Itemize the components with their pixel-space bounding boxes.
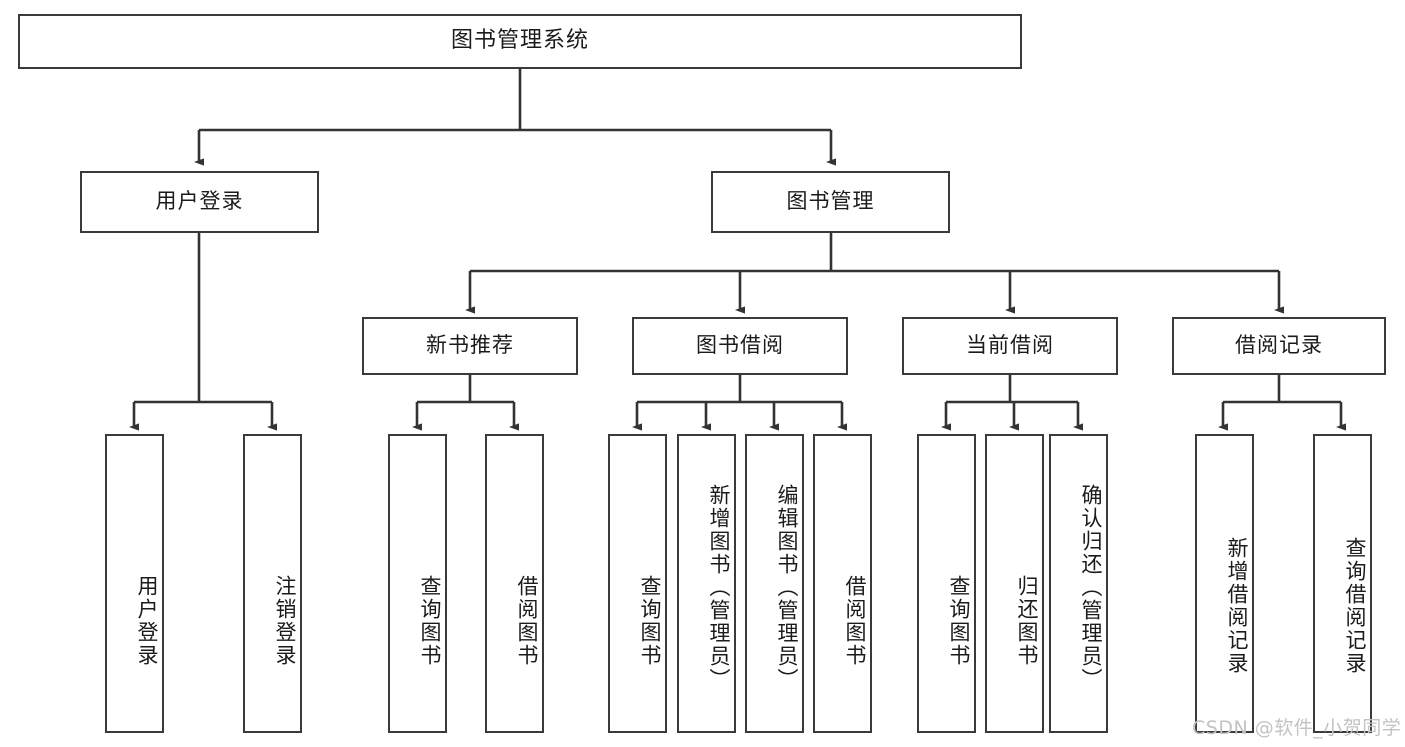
node-label: 用户登录 (155, 189, 244, 214)
leaf-book-borrow-edit[interactable]: 编辑图书（管理员） (745, 434, 804, 733)
node-label: 图书借阅 (696, 333, 784, 358)
node-label: 图书管理 (786, 189, 875, 214)
node-label: 新书推荐 (426, 333, 514, 358)
node-user-login[interactable]: 用户登录 (80, 171, 319, 233)
leaf-current-borrow-query[interactable]: 查询图书 (917, 434, 976, 733)
node-label: 查询借阅记录 (1343, 536, 1367, 675)
leaf-user-login-logout[interactable]: 注销登录 (243, 434, 302, 733)
node-label: 查询图书 (418, 574, 442, 667)
leaf-user-login-login[interactable]: 用户登录 (105, 434, 164, 733)
node-root-system[interactable]: 图书管理系统 (18, 14, 1022, 69)
node-book-borrow[interactable]: 图书借阅 (632, 317, 848, 375)
csdn-watermark: CSDN @软件_小贺同学 (1192, 717, 1402, 739)
node-label: 借阅图书 (515, 574, 539, 667)
leaf-current-borrow-confirm-return[interactable]: 确认归还（管理员） (1049, 434, 1108, 733)
node-label: 查询图书 (638, 574, 662, 667)
leaf-book-borrow-add[interactable]: 新增图书（管理员） (677, 434, 736, 733)
node-label: 新增借阅记录 (1225, 536, 1249, 675)
node-label: 新增图书（管理员） (707, 484, 731, 691)
node-label: 借阅图书 (843, 574, 867, 667)
leaf-current-borrow-return[interactable]: 归还图书 (985, 434, 1044, 733)
leaf-book-borrow-borrow[interactable]: 借阅图书 (813, 434, 872, 733)
leaf-borrow-record-add[interactable]: 新增借阅记录 (1195, 434, 1254, 733)
node-label: 当前借阅 (966, 333, 1054, 358)
node-label: 确认归还（管理员） (1079, 484, 1103, 691)
leaf-book-borrow-query[interactable]: 查询图书 (608, 434, 667, 733)
node-borrow-record[interactable]: 借阅记录 (1172, 317, 1386, 375)
node-label: 借阅记录 (1235, 333, 1323, 358)
leaf-new-book-query[interactable]: 查询图书 (388, 434, 447, 733)
node-label: 图书管理系统 (450, 28, 589, 54)
node-label: 注销登录 (273, 574, 297, 667)
node-label: 查询图书 (947, 574, 971, 667)
leaf-new-book-borrow[interactable]: 借阅图书 (485, 434, 544, 733)
node-label: 编辑图书（管理员） (775, 484, 799, 691)
node-book-management[interactable]: 图书管理 (711, 171, 950, 233)
node-label: 归还图书 (1015, 574, 1039, 667)
leaf-borrow-record-query[interactable]: 查询借阅记录 (1313, 434, 1372, 733)
node-label: 用户登录 (135, 574, 159, 667)
node-current-borrow[interactable]: 当前借阅 (902, 317, 1118, 375)
node-new-book-recommend[interactable]: 新书推荐 (362, 317, 578, 375)
